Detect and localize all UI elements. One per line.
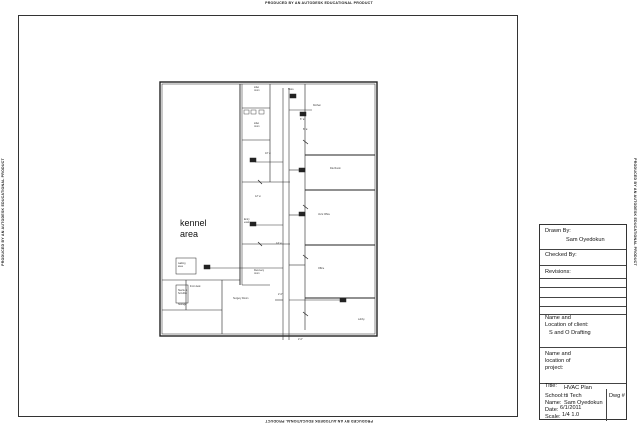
project-label-1: Name and <box>545 351 571 357</box>
room-label-store: Store <box>288 88 294 91</box>
client-value: S and O Drafting <box>549 330 591 336</box>
scale-label: Scale: <box>545 414 561 420</box>
revisions-label: Revisions: <box>545 269 571 275</box>
room-label-toilet-2b: room <box>254 125 260 128</box>
room-label-scrub: Scrubbn <box>178 292 187 295</box>
duct-size-label: 2'-0" <box>278 293 283 296</box>
hvac-duct-run <box>206 88 345 340</box>
room-label-recovery: Recovery <box>254 269 265 272</box>
front-desk-box <box>175 257 197 275</box>
area-label: area <box>180 229 199 239</box>
exterior-wall-inner <box>161 83 376 335</box>
room-label-front-desk: front desk <box>190 285 201 288</box>
room-label-toilet-1: toilet <box>254 86 260 89</box>
kennel-label: kennel <box>180 218 207 228</box>
sheet-border <box>18 15 518 417</box>
room-label-recovery-b: room <box>254 272 260 275</box>
project-label-3: project: <box>545 365 564 371</box>
title-block: Drawn By: Sam Oyedokun Checked By: Revis… <box>539 224 627 421</box>
school-value: tti Tech <box>564 393 582 399</box>
dwg-label: Dwg # <box>609 393 625 399</box>
duct-size-label: 2'-0" <box>300 212 305 215</box>
date-label: Date: <box>545 407 559 413</box>
room-label-toilet-1b: room <box>254 89 260 92</box>
room-label-toilet-2: toilet <box>254 122 260 125</box>
educational-stamp-top: PRODUCED BY AN AUTODESK EDUCATIONAL PROD… <box>265 1 373 5</box>
room-label-waiting: waiting <box>178 262 186 265</box>
duct-size-label: 6" ø <box>300 118 305 121</box>
drawn-by-value: Sam Oyedokun <box>566 237 605 243</box>
room-label-vets-office: Vet's Office <box>318 213 330 216</box>
title-label: Title: <box>545 383 557 389</box>
diffusers <box>203 93 347 303</box>
school-label: School: <box>545 393 564 399</box>
room-label-kitchen: Kitchen <box>313 104 321 107</box>
title-value: HVAC Plan <box>564 385 592 391</box>
room-label-sterile: Sterile & <box>178 289 188 292</box>
name-label: Name: <box>545 400 562 406</box>
room-label-entry: Entry <box>244 218 250 221</box>
room-label-lobby: Lobby <box>358 318 365 321</box>
name-value: Sam Oyedokun <box>564 400 603 406</box>
duct-size-label: 2'-0" <box>300 168 305 171</box>
client-label-2: Location of client: <box>545 322 589 328</box>
client-label-1: Name and <box>545 315 571 321</box>
room-label-office: Office <box>318 267 325 270</box>
drawn-by-label: Drawn By: <box>545 228 571 234</box>
duct-size-label: 2'-0" <box>298 338 303 341</box>
room-label-storage: Storage <box>178 303 187 306</box>
date-value: 6/1/2011 <box>560 405 582 411</box>
checked-by-label: Checked By: <box>545 252 577 258</box>
scale-value: 1/4 1.0 <box>562 412 580 418</box>
exterior-wall <box>159 81 378 337</box>
duct-size-label: 8" ø <box>303 128 308 131</box>
room-label-waiting-b: area <box>178 265 183 268</box>
room-label-file-room: File Room <box>330 167 341 170</box>
room-label-exam: exam <box>244 221 250 224</box>
duct-size-label: 12" ø <box>255 195 261 198</box>
duct-size-label: 10" ø <box>265 152 271 155</box>
duct-size-label: 14" ø <box>276 242 282 245</box>
project-label-2: location of <box>545 358 571 364</box>
room-label-surgery: Surgery Room <box>233 297 249 300</box>
